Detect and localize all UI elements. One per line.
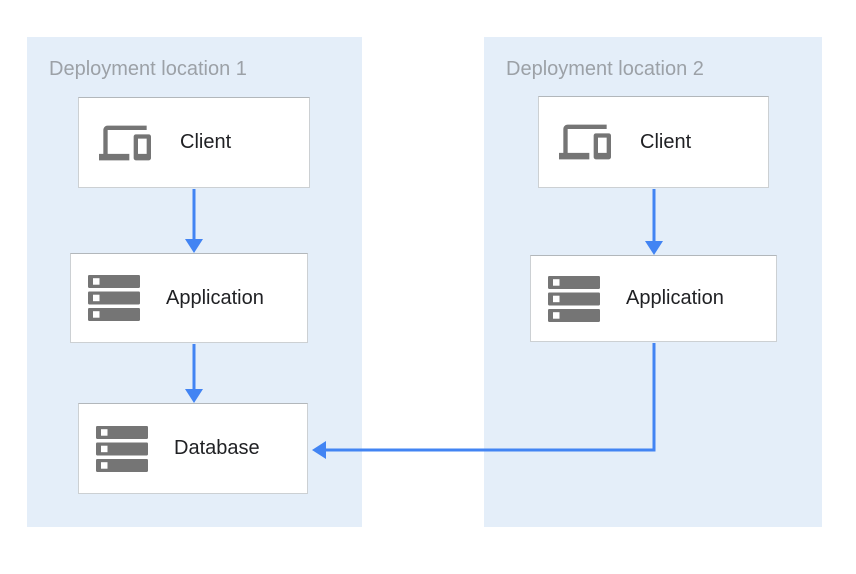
server-stack-icon: [96, 425, 148, 472]
panel-title: Deployment location 2: [506, 58, 704, 80]
devices-icon: [556, 116, 614, 168]
node-client-2: Client: [538, 96, 769, 188]
devices-icon: [96, 117, 154, 169]
panel-title: Deployment location 1: [49, 58, 247, 80]
node-database-1: Database: [78, 403, 308, 494]
server-stack-icon: [88, 275, 140, 321]
node-label: Database: [174, 437, 260, 459]
node-label: Client: [640, 130, 692, 153]
node-application-2: Application: [530, 255, 777, 342]
node-application-1: Application: [70, 253, 308, 343]
server-stack-icon: [548, 275, 600, 322]
node-client-1: Client: [78, 97, 310, 188]
node-label: Application: [626, 287, 724, 309]
node-label: Application: [166, 286, 264, 309]
node-label: Client: [180, 131, 232, 153]
